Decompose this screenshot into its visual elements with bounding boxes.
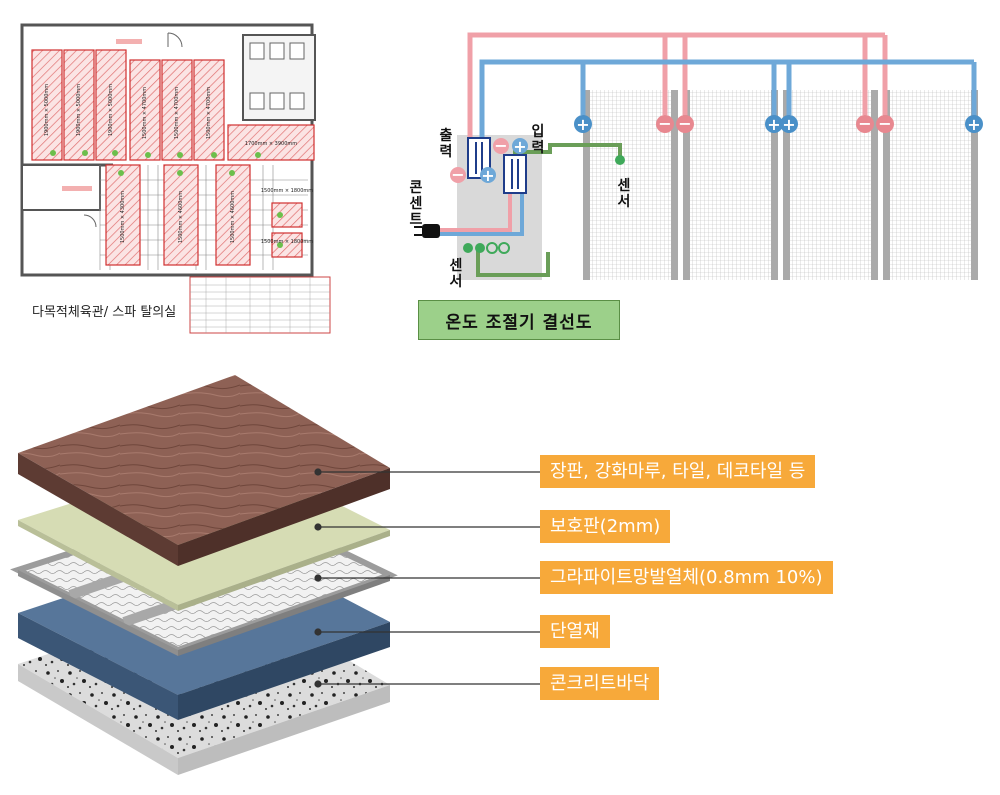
room-label: 1500mm × 4600mm (178, 191, 184, 243)
room-label: 1500mm × 4300mm (120, 191, 126, 243)
layer-wood-flooring (18, 375, 390, 566)
room-label: 1700mm × 3900mm (245, 141, 297, 147)
svg-text:+: + (481, 166, 494, 185)
wiring-drawing: − + − + + − − + + − − + (414, 32, 983, 280)
layer-label: 단열재 (540, 615, 610, 648)
wiring-caption: 온도 조절기 결선도 (418, 300, 620, 340)
plug-icon (414, 224, 440, 238)
svg-text:−: − (858, 114, 871, 133)
svg-text:+: + (967, 115, 980, 134)
layer-label: 그라파이트망발열체(0.8mm 10%) (540, 561, 833, 594)
room-label: 1500mm × 4600mm (230, 191, 236, 243)
floor-plan-drawing: 1900mm × 5000mm 1900mm × 5000mm 1900mm ×… (20, 23, 331, 334)
room-label: 1900mm × 5000mm (44, 84, 50, 136)
heater-panel (883, 90, 978, 280)
svg-text:+: + (513, 137, 526, 156)
room-label: 1500mm × 4700mm (174, 87, 180, 139)
room-label: 1500mm × 1800mm (261, 239, 313, 245)
floor-plan: 1900mm × 5000mm 1900mm × 5000mm 1900mm ×… (18, 15, 336, 335)
layer-diagram: 장판, 강화마루, 타일, 데코타일 등 보호판(2mm) 그라파이트망발열체(… (0, 360, 1000, 791)
layer-label: 보호판(2mm) (540, 510, 671, 543)
svg-text:−: − (678, 114, 691, 133)
svg-text:+: + (576, 115, 589, 134)
svg-text:−: − (494, 136, 507, 155)
room-label: 1500mm × 4700mm (142, 87, 148, 139)
layer-stack (10, 375, 540, 775)
room-label: 1900mm × 5000mm (108, 84, 114, 136)
svg-text:−: − (658, 114, 671, 133)
svg-text:+: + (767, 115, 780, 134)
schedule-table (189, 276, 331, 334)
room-label: 1900mm × 5000mm (76, 84, 82, 136)
heater-panel (683, 90, 778, 280)
room-label: 1500mm × 1800mm (261, 188, 313, 194)
floor-plan-caption: 다목적체육관/ 스파 탈의실 (32, 305, 177, 320)
layer-label: 콘크리트바닥 (540, 667, 660, 700)
svg-text:−: − (451, 165, 464, 184)
svg-text:+: + (782, 115, 795, 134)
svg-text:−: − (878, 114, 891, 133)
room-label: 1500mm × 4700mm (206, 87, 212, 139)
layer-label: 장판, 강화마루, 타일, 데코타일 등 (540, 455, 816, 488)
